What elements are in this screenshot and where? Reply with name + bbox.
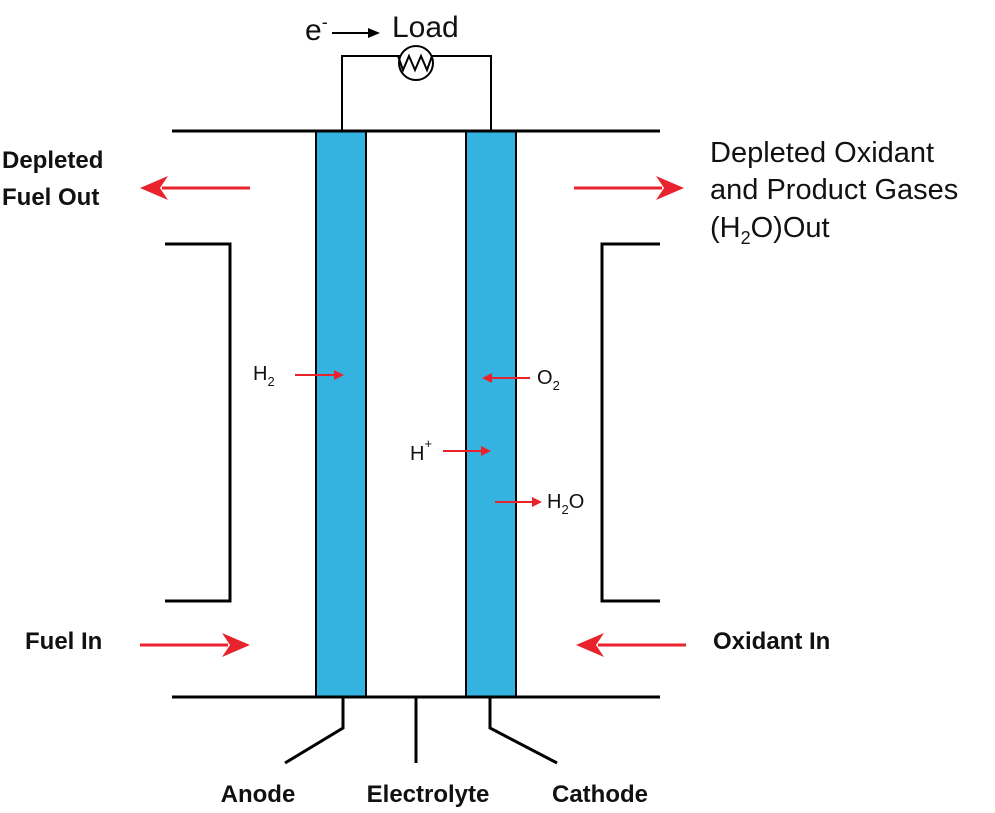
h2-label: H2 bbox=[253, 363, 275, 389]
hplus-arrow bbox=[443, 446, 491, 456]
right-bracket bbox=[600, 242, 660, 603]
hplus-label: H+ bbox=[410, 436, 432, 465]
left-bracket bbox=[165, 242, 232, 603]
depleted-oxidant-out-arrow bbox=[574, 176, 684, 200]
depleted-oxidant-label-1: Depleted Oxidant bbox=[710, 137, 934, 169]
oxidant-in-arrow bbox=[576, 633, 686, 657]
h2-arrow bbox=[295, 370, 344, 380]
anode-lead bbox=[284, 697, 345, 765]
load-circle bbox=[398, 45, 434, 81]
h2o-label: H2O bbox=[547, 491, 584, 517]
cathode-lead bbox=[488, 697, 558, 765]
resistor-lamp-icon bbox=[382, 53, 450, 73]
o2-arrow bbox=[482, 373, 530, 383]
h2o-arrow bbox=[495, 497, 542, 507]
depleted-oxidant-label-2: and Product Gases bbox=[710, 174, 958, 206]
fuel-in-arrow bbox=[140, 633, 250, 657]
depleted-fuel-label-1: Depleted bbox=[2, 147, 103, 174]
electrolyte-label: Electrolyte bbox=[367, 781, 490, 808]
fuel-in-label: Fuel In bbox=[25, 628, 102, 655]
depleted-oxidant-label-3: (H2O)Out bbox=[710, 212, 830, 248]
anode-label: Anode bbox=[221, 781, 296, 808]
electron-label: e- bbox=[305, 12, 328, 47]
cathode-label: Cathode bbox=[552, 781, 648, 808]
anode-electrode bbox=[315, 130, 367, 698]
o2-label: O2 bbox=[537, 367, 560, 393]
oxidant-in-label: Oxidant In bbox=[713, 628, 830, 655]
depleted-fuel-out-arrow bbox=[140, 176, 250, 200]
electron-arrow-head bbox=[368, 28, 380, 38]
cathode-electrode bbox=[465, 130, 517, 698]
load-label: Load bbox=[392, 11, 459, 44]
depleted-fuel-label-2: Fuel Out bbox=[2, 184, 99, 211]
